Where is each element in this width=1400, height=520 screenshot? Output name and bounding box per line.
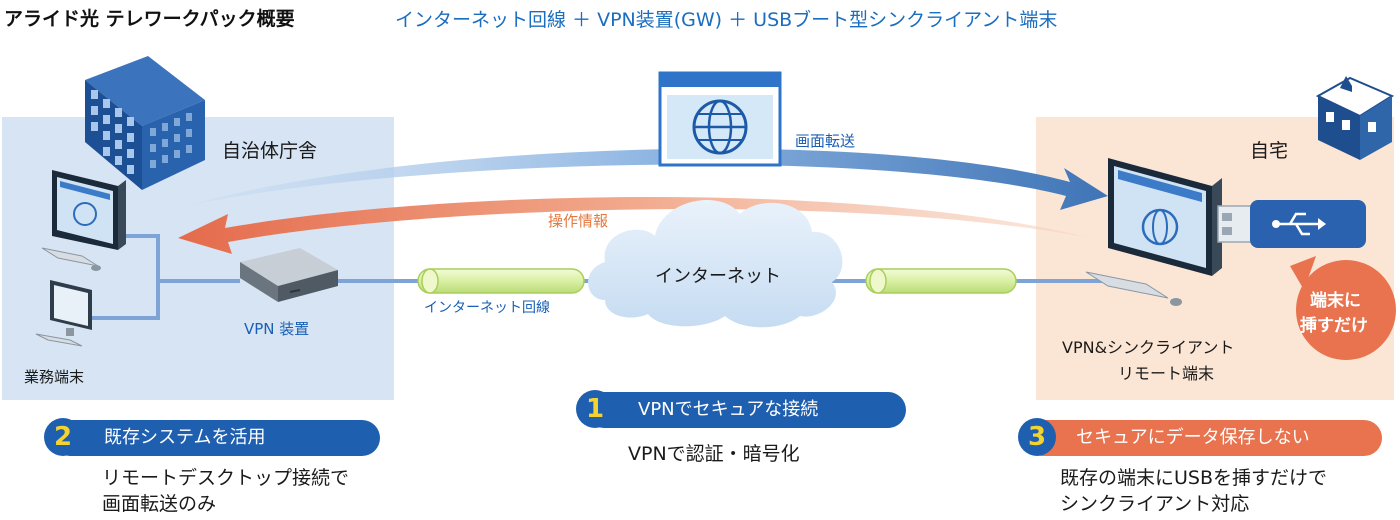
feature-3-heading: セキュアにデータ保存しない [1024,420,1382,456]
remote-terminal-label-line1: VPN&シンクライアント [1062,338,1235,357]
business-terminal-label: 業務端末 [24,368,85,386]
government-office-label: 自治体庁舎 [222,140,318,162]
feature-1-description: VPNで認証・暗号化 [628,443,800,465]
usb-callout-text-line2: 挿すだけ [1300,316,1368,336]
usb-callout-bubble [1290,256,1396,360]
screen-transfer-arrow [190,148,1108,210]
vpn-appliance-icon [240,248,338,302]
home-label: 自宅 [1250,140,1289,162]
usb-stick-icon [1217,200,1366,248]
usb-callout-text-line1: 端末に [1310,291,1361,311]
business-terminal-pc-icon [41,170,126,271]
remote-terminal-pc-icon [1085,158,1222,306]
feature-2-description-line1: リモートデスクトップ接続で [102,467,350,489]
feature-2-heading: 既存システムを活用 [52,420,380,456]
feature-2-description-line2: 画面転送のみ [102,493,217,515]
office-building-icon [85,56,205,190]
feature-1-heading: VPNでセキュアな接続 [586,392,906,428]
page-title: アライド光 テレワークパック概要 [4,8,295,30]
feature-1-number-badge: 1 [576,390,614,428]
browser-window-icon [658,71,782,167]
operation-info-arrow [178,197,1090,254]
feature-3-number-badge: 3 [1018,418,1056,456]
internet-cloud-icon [588,200,843,328]
vpn-appliance-label: VPN 装置 [244,320,310,338]
internet-line-label: インターネット回線 [424,300,550,316]
feature-3-description-line2: シンクライアント対応 [1060,493,1250,515]
remote-terminal-label-line2: リモート端末 [1118,364,1215,383]
internet-line-tube-right [865,268,1017,294]
page-subtitle: インターネット回線 ＋ VPN装置(GW) ＋ USBブート型シンクライアント端… [395,9,1058,31]
internet-cloud-label: インターネット [655,266,781,287]
internet-line-tube-left [417,268,585,294]
house-icon [1315,76,1395,160]
feature-2-number-badge: 2 [44,418,82,456]
feature-3-description-line1: 既存の端末にUSBを挿すだけで [1060,467,1328,489]
screen-transfer-label: 画面転送 [795,132,856,150]
business-terminal-pc-2-icon [35,280,92,347]
office-network-lines [92,234,240,320]
operation-info-label: 操作情報 [548,212,609,230]
